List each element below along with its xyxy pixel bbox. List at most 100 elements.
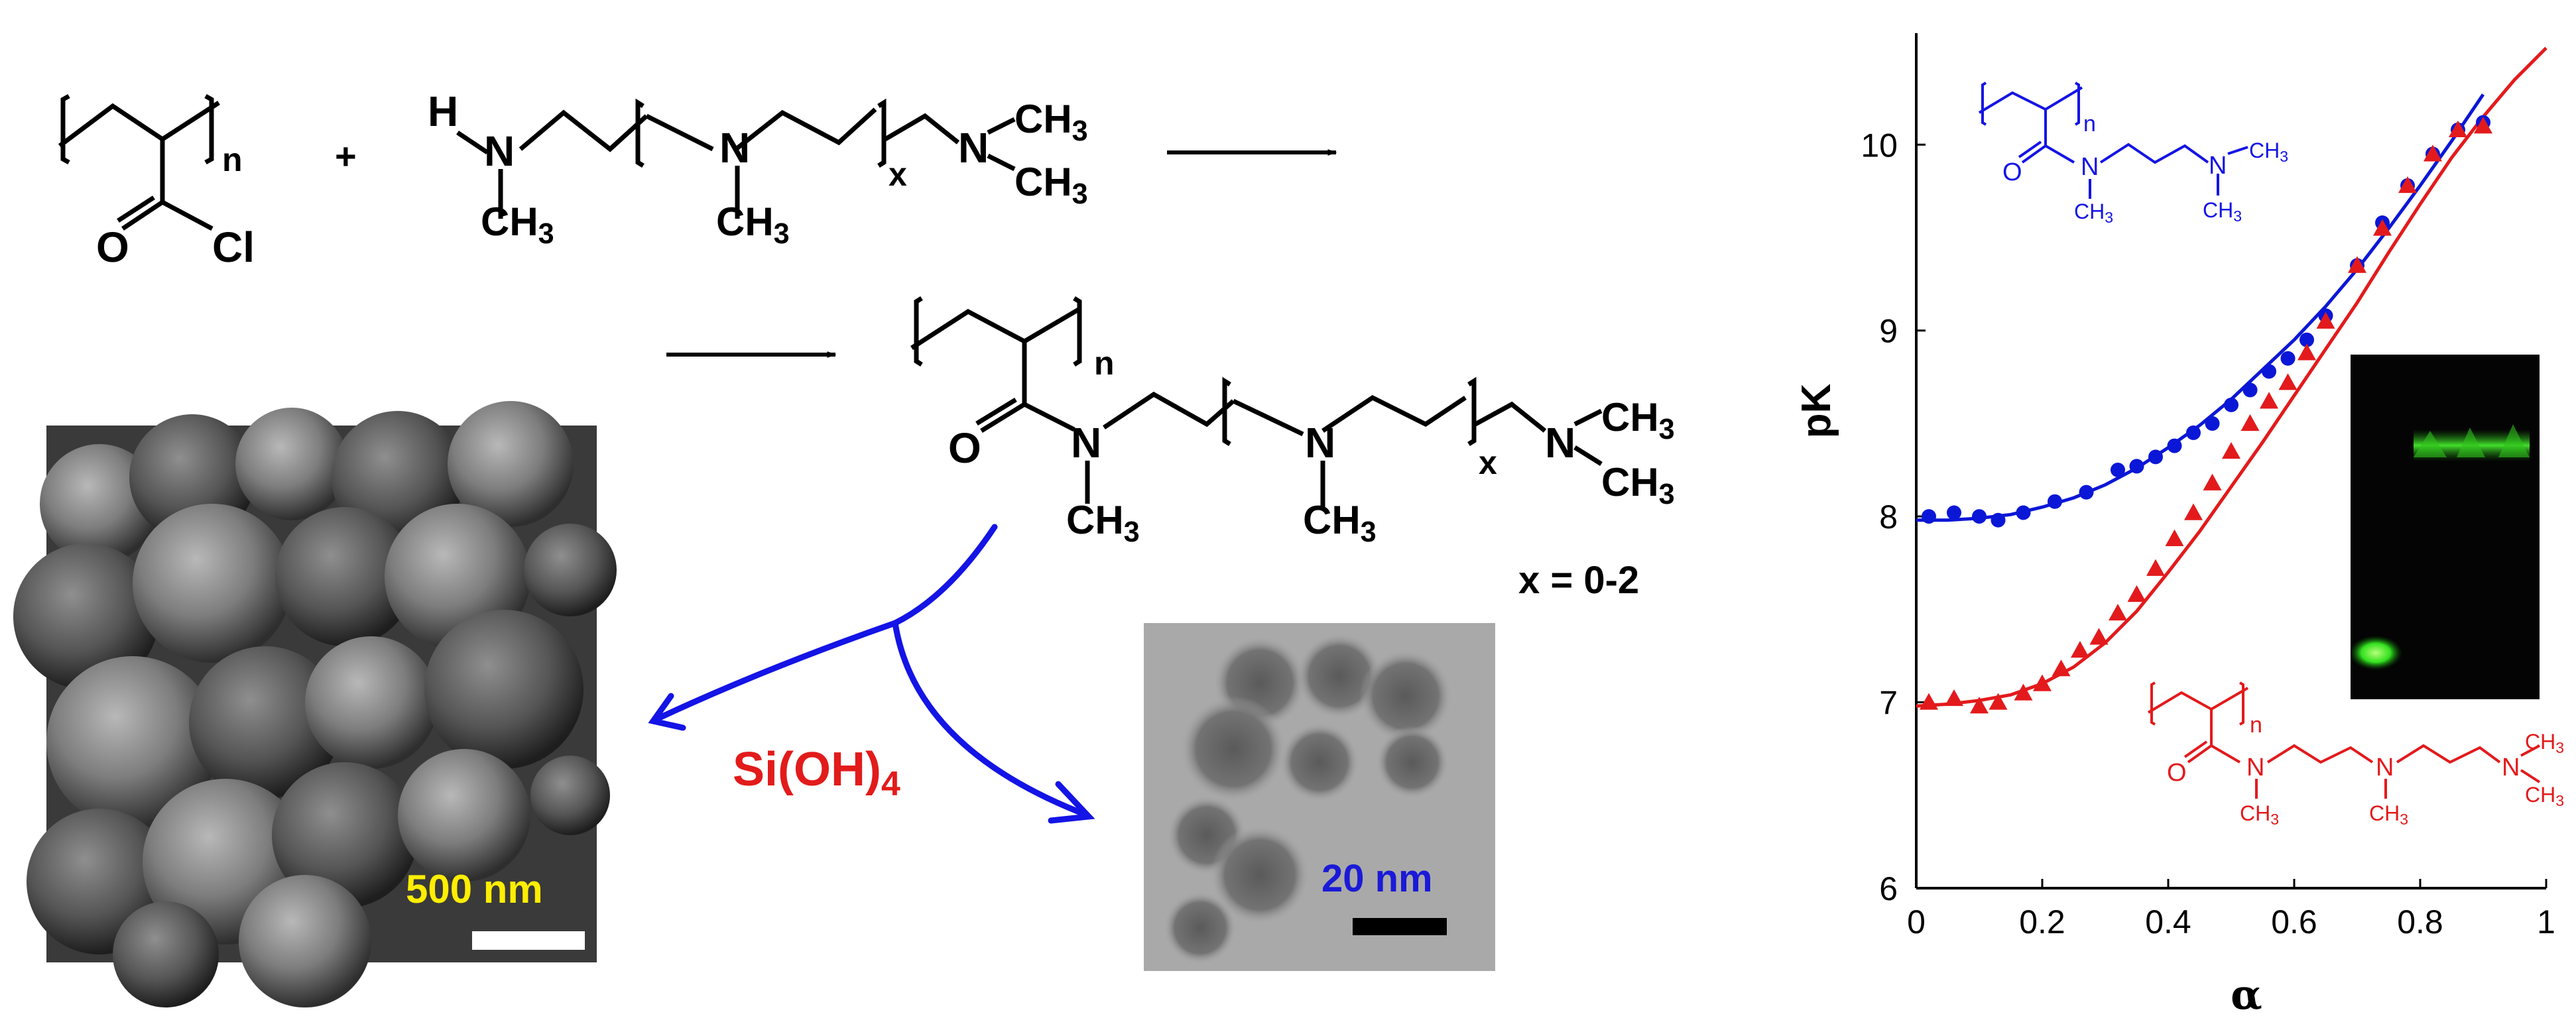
sem-micrograph: 500 nm xyxy=(13,401,617,1007)
x-tick-label: 0.8 xyxy=(2397,903,2443,941)
tem-particle xyxy=(1359,650,1452,742)
data-point-series-1 xyxy=(2474,117,2492,134)
red-n-amide: N xyxy=(2246,754,2264,781)
product-n2: N xyxy=(1305,419,1335,467)
subscript-digit: 3 xyxy=(1659,479,1675,510)
product-n3: N xyxy=(1545,419,1575,467)
data-point-series-0 xyxy=(2186,425,2201,440)
data-point-series-1 xyxy=(1989,693,2008,710)
red-n-terminal: N xyxy=(2502,754,2520,781)
blue-ch3-amide: CH3 xyxy=(2074,200,2113,226)
amine-ch3-top: CH3 xyxy=(1014,97,1088,147)
subscript-digit: 3 xyxy=(1659,414,1675,445)
tem-particles xyxy=(1164,633,1452,964)
data-point-series-1 xyxy=(2423,144,2442,162)
data-point-series-1 xyxy=(2348,256,2366,273)
data-point-series-1 xyxy=(2203,473,2222,490)
subscript-digit: 3 xyxy=(1072,115,1088,147)
subscript-digit: 3 xyxy=(2270,811,2279,828)
sem-sphere xyxy=(530,756,610,835)
subscript-digit: 3 xyxy=(1124,516,1140,548)
red-polymer-structure: n O N CH3 N CH3 N CH3 CH3 xyxy=(2147,681,2564,828)
data-point-series-0 xyxy=(1991,512,2006,528)
sem-sphere xyxy=(424,610,583,769)
data-point-series-1 xyxy=(2260,392,2278,409)
arrow-stem xyxy=(892,524,998,626)
sem-sphere xyxy=(13,544,159,689)
data-point-series-0 xyxy=(2079,485,2094,500)
tem-micrograph: 20 nm xyxy=(1144,623,1495,971)
x-tick-label: 0.6 xyxy=(2271,903,2317,941)
monomer-subscript-n: n xyxy=(222,141,243,178)
amine-n2: N xyxy=(719,124,750,172)
amine-n3: N xyxy=(958,124,989,172)
sem-scale-label: 500 nm xyxy=(406,867,543,911)
sem-sphere xyxy=(46,656,219,829)
data-point-series-1 xyxy=(2240,414,2260,431)
subscript-digit: 3 xyxy=(2555,739,2564,756)
plus-sign: + xyxy=(335,135,357,177)
chart-data-points xyxy=(1920,115,2492,714)
red-subscript-n: n xyxy=(2250,713,2262,738)
silica-branching-arrows xyxy=(648,524,1095,824)
polyamine-structure: H N CH3 N CH3 x N CH3 CH3 xyxy=(428,87,1088,250)
silicic-acid-label: Si(OH)4 xyxy=(733,743,900,803)
tem-scale-label: 20 nm xyxy=(1321,857,1433,900)
data-point-series-0 xyxy=(2167,438,2182,453)
red-ch3-amide: CH3 xyxy=(2240,801,2279,828)
sem-sphere xyxy=(189,646,341,799)
subscript-digit: 4 xyxy=(881,764,900,803)
monomer-chloride: Cl xyxy=(212,223,255,271)
red-n-mid: N xyxy=(2376,754,2394,781)
subscript-digit: 3 xyxy=(2400,811,2408,828)
product-o: O xyxy=(948,424,981,472)
y-axis-label: pK xyxy=(1794,383,1839,438)
arrow-right-branch xyxy=(892,620,1091,819)
blue-ch3-bottom: CH3 xyxy=(2203,198,2242,225)
product-ch3-1: CH3 xyxy=(1066,498,1140,548)
data-point-series-0 xyxy=(2205,416,2220,431)
sem-sphere xyxy=(235,408,348,520)
data-point-series-0 xyxy=(2300,332,2314,347)
polyacryloyl-chloride-structure: n O Cl xyxy=(58,93,255,271)
data-point-series-1 xyxy=(2014,683,2033,701)
subscript-digit: 3 xyxy=(2233,207,2242,225)
y-tick-label: 7 xyxy=(1879,685,1898,722)
product-n1: N xyxy=(1071,419,1101,467)
data-point-series-1 xyxy=(2184,503,2203,520)
data-point-series-0 xyxy=(1922,509,1936,524)
data-point-series-0 xyxy=(2048,494,2062,509)
product-ch3-bottom: CH3 xyxy=(1601,460,1675,510)
subscript-digit: 3 xyxy=(2555,792,2564,809)
sem-sphere xyxy=(239,875,371,1007)
amine-ch3-1: CH3 xyxy=(481,200,554,250)
amine-ch3-bottom: CH3 xyxy=(1014,160,1088,210)
polyacrylamide-product-structure: n O N CH3 N CH3 x N CH3 CH3 x = 0-2 xyxy=(910,296,1675,602)
sem-sphere xyxy=(113,901,219,1007)
sem-sphere xyxy=(398,749,530,882)
blue-o: O xyxy=(2002,158,2022,186)
data-point-series-0 xyxy=(2262,364,2276,379)
data-point-series-1 xyxy=(2222,441,2240,459)
tem-particle xyxy=(1376,726,1449,799)
product-inner-right-bracket xyxy=(1467,376,1477,446)
x-tick-label: 1 xyxy=(2537,903,2555,941)
sem-scale-bar xyxy=(472,931,585,950)
amine-h: H xyxy=(428,87,458,135)
blue-subscript-n: n xyxy=(2083,111,2096,137)
red-ch3-bottom: CH3 xyxy=(2525,783,2564,809)
data-point-series-1 xyxy=(2165,529,2184,546)
amine-subscript-x: x xyxy=(889,156,907,193)
sem-sphere xyxy=(524,524,617,616)
x-axis-label: α xyxy=(2231,970,2262,1019)
subscript-digit: 3 xyxy=(2105,209,2113,226)
product-inner-left-bracket xyxy=(1222,376,1231,446)
data-point-series-1 xyxy=(1920,693,1938,710)
sem-sphere xyxy=(133,504,292,663)
arrow-left-branch xyxy=(653,620,898,722)
y-tick-label: 9 xyxy=(1879,313,1898,350)
product-subscript-x: x xyxy=(1479,444,1497,481)
data-point-series-1 xyxy=(2373,219,2392,236)
data-point-series-1 xyxy=(2089,628,2109,645)
